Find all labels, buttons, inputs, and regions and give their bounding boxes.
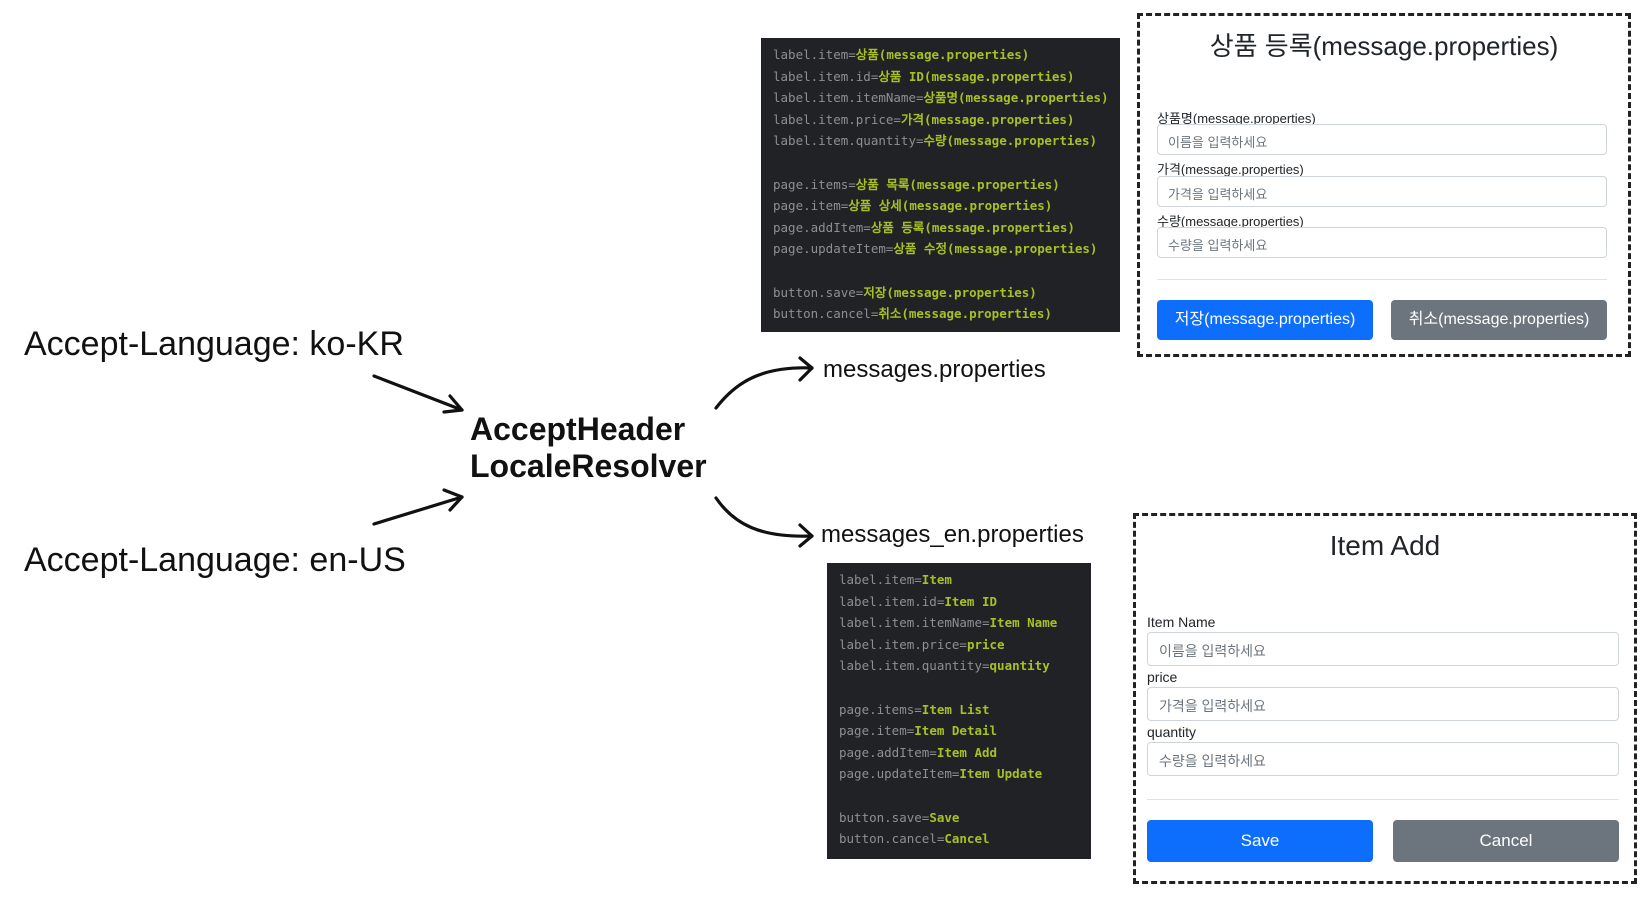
quantity-input[interactable]: 수량을 입력하세요 [1157, 227, 1607, 258]
form-title: 상품 등록(message.properties) [1209, 31, 1559, 61]
price-label: 가격(message.properties) [1157, 162, 1304, 177]
resolver-line-1: AcceptHeader [470, 411, 686, 447]
code-line: label.item.quantity=수량(message.propertie… [773, 133, 1098, 149]
locale-resolver-label: AcceptHeader LocaleResolver [470, 411, 707, 485]
code-line: page.addItem=Item Add [839, 744, 998, 760]
code-line: button.save=저장(message.properties) [773, 284, 1037, 300]
code-line: page.items=Item List [839, 701, 990, 717]
item-name-input[interactable]: 이름을 입력하세요 [1157, 124, 1607, 155]
quantity-label: 수량(message.properties) [1157, 214, 1304, 229]
code-line: page.item=상품 상세(message.properties) [773, 198, 1053, 214]
code-line: page.addItem=상품 등록(message.properties) [773, 219, 1075, 235]
arrow-resolver-to-default [714, 366, 814, 410]
code-panel-messages-properties: label.item=상품(message.properties) label.… [761, 38, 1120, 332]
cancel-button[interactable]: Cancel [1393, 820, 1619, 862]
code-line: label.item=상품(message.properties) [773, 47, 1030, 62]
code-blank-line [839, 785, 1091, 807]
code-line: label.item.itemName=상품명(message.properti… [773, 90, 1109, 106]
code-line: page.updateItem=상품 수정(message.properties… [773, 241, 1098, 257]
price-label: price [1147, 669, 1178, 685]
item-name-label: Item Name [1147, 614, 1216, 630]
form-panel-en: Item Add Item Name 이름을 입력하세요 price 가격을 입… [1133, 513, 1637, 884]
form-panel-ko: 상품 등록(message.properties) 상품명(message.pr… [1137, 13, 1631, 357]
item-name-input[interactable]: 이름을 입력하세요 [1147, 632, 1619, 666]
code-line: label.item.itemName=Item Name [839, 615, 1058, 631]
code-line: label.item.id=상품 ID(message.properties) [773, 68, 1075, 84]
code-line: page.items=상품 목록(message.properties) [773, 176, 1060, 192]
code-panel-messages-en-properties: label.item=Item label.item.id=Item ID la… [827, 563, 1091, 859]
resolver-line-2: LocaleResolver [470, 448, 707, 484]
code-line: label.item.id=Item ID [839, 593, 998, 609]
divider [1157, 279, 1607, 280]
quantity-label: quantity [1147, 724, 1197, 740]
form-title: Item Add [1329, 530, 1441, 561]
arrow-ko-to-resolver [372, 374, 464, 412]
quantity-input[interactable]: 수량을 입력하세요 [1147, 742, 1619, 776]
accept-language-ko-label: Accept-Language: ko-KR [24, 325, 404, 363]
accept-language-en-label: Accept-Language: en-US [24, 541, 406, 579]
code-line: label.item.quantity=quantity [839, 658, 1050, 674]
code-line: button.save=Save [839, 809, 960, 825]
code-line: page.item=Item Detail [839, 723, 998, 739]
code-blank-line [839, 677, 1091, 699]
messages-properties-filename: messages.properties [823, 356, 1046, 383]
code-blank-line [773, 260, 1120, 282]
save-button[interactable]: 저장(message.properties) [1157, 300, 1373, 340]
save-button[interactable]: Save [1147, 820, 1373, 862]
price-input[interactable]: 가격을 입력하세요 [1147, 687, 1619, 721]
code-line: button.cancel=취소(message.properties) [773, 306, 1052, 322]
code-line: button.cancel=Cancel [839, 831, 990, 847]
code-line: page.updateItem=Item Update [839, 766, 1043, 782]
price-input[interactable]: 가격을 입력하세요 [1157, 176, 1607, 207]
messages-en-properties-filename: messages_en.properties [821, 521, 1084, 548]
code-line: label.item.price=가격(message.properties) [773, 111, 1075, 127]
arrow-en-to-resolver [372, 495, 464, 526]
code-line: label.item.price=price [839, 636, 1005, 652]
code-line: label.item=Item [839, 572, 952, 587]
cancel-button[interactable]: 취소(message.properties) [1391, 300, 1607, 340]
code-blank-line [773, 152, 1120, 174]
item-name-label: 상품명(message.properties) [1157, 111, 1316, 126]
divider [1147, 799, 1619, 800]
arrow-resolver-to-en [714, 496, 814, 538]
